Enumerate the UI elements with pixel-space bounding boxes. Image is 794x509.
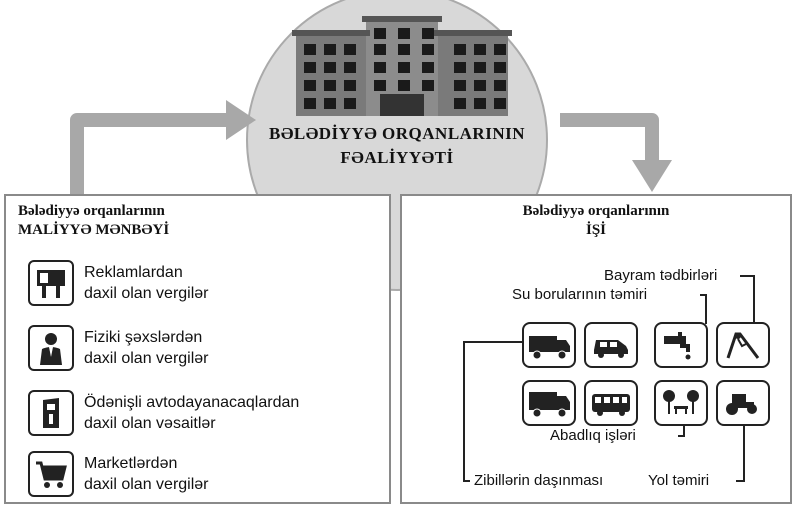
bus-icon bbox=[584, 380, 638, 426]
building-window bbox=[474, 80, 486, 91]
building-window bbox=[374, 44, 386, 55]
building-window bbox=[422, 28, 434, 39]
callout-water-pipes: Su borularının təmiri bbox=[512, 286, 648, 303]
building-window bbox=[304, 80, 316, 91]
building-window bbox=[324, 98, 336, 109]
funding-title-line1: Bələdiyyə orqanlarının bbox=[18, 203, 165, 219]
building-window bbox=[422, 62, 434, 73]
municipal-building-icon bbox=[292, 16, 512, 116]
building-window bbox=[474, 62, 486, 73]
work-title-line1: Bələdiyyə orqanlarının bbox=[522, 203, 670, 219]
shopping-cart-icon bbox=[28, 451, 74, 497]
building-window bbox=[324, 62, 336, 73]
work-panel-title: Bələdiyyə orqanlarının İŞİ bbox=[402, 202, 790, 240]
building-window bbox=[374, 62, 386, 73]
funding-sources-panel: Bələdiyyə orqanlarının MALİYYƏ MƏNBƏYİ R… bbox=[4, 194, 391, 504]
billboard-icon bbox=[28, 260, 74, 306]
building-window bbox=[454, 44, 466, 55]
building-window bbox=[494, 62, 506, 73]
dump-truck-icon bbox=[522, 380, 576, 426]
arrowhead-right-icon bbox=[226, 100, 256, 140]
source-label-line1: Marketlərdən bbox=[84, 455, 178, 472]
source-label-line1: Ödənişli avtodayanacaqlardan bbox=[84, 394, 300, 411]
building-window bbox=[494, 44, 506, 55]
source-label-line2: daxil olan vergilər bbox=[84, 285, 209, 302]
work-title-line2: İŞİ bbox=[585, 222, 607, 238]
building-window bbox=[422, 44, 434, 55]
parking-meter-icon bbox=[28, 390, 74, 436]
callout-garbage-removal: Zibillərin daşınması bbox=[474, 472, 604, 489]
building-window bbox=[474, 98, 486, 109]
building-window bbox=[494, 98, 506, 109]
arrow-right-icon bbox=[560, 113, 659, 165]
center-title-line2: FƏALİYYƏTİ bbox=[340, 148, 454, 167]
source-label-line2: daxil olan vergilər bbox=[84, 350, 209, 367]
playground-slide-icon bbox=[716, 322, 770, 368]
person-icon bbox=[28, 325, 74, 371]
building-window bbox=[398, 44, 410, 55]
building-window bbox=[474, 44, 486, 55]
building-window bbox=[374, 80, 386, 91]
building-window bbox=[454, 98, 466, 109]
source-label-line1: Fiziki şəxslərdən bbox=[84, 329, 203, 346]
center-title: BƏLƏDİYYƏ ORQANLARININ FƏALİYYƏTİ bbox=[232, 122, 562, 170]
building-window bbox=[454, 80, 466, 91]
source-label-line2: daxil olan vergilər bbox=[84, 476, 209, 493]
building-window bbox=[422, 80, 434, 91]
water-tap-icon bbox=[654, 322, 708, 368]
building-window bbox=[304, 44, 316, 55]
center-title-line1: BƏLƏDİYYƏ ORQANLARININ bbox=[268, 124, 525, 143]
funding-sources-title: Bələdiyyə orqanlarının MALİYYƏ MƏNBƏYİ bbox=[18, 202, 169, 240]
garbage-truck-icon bbox=[522, 322, 576, 368]
building-window bbox=[374, 28, 386, 39]
arrow-left-icon bbox=[70, 113, 232, 196]
callout-road-repair: Yol təmiri bbox=[648, 472, 710, 489]
building-window bbox=[344, 80, 356, 91]
building-window bbox=[324, 80, 336, 91]
source-label-line1: Reklamlardan bbox=[84, 264, 183, 281]
building-window bbox=[398, 62, 410, 73]
callout-landscaping: Abadlıq işləri bbox=[550, 427, 636, 444]
building-window bbox=[454, 62, 466, 73]
work-panel: Bələdiyyə orqanlarının İŞİ Bayram tə bbox=[400, 194, 792, 504]
building-window bbox=[304, 98, 316, 109]
building-window bbox=[398, 80, 410, 91]
building-window bbox=[344, 44, 356, 55]
building-window bbox=[398, 28, 410, 39]
source-label-line2: daxil olan vəsaitlər bbox=[84, 415, 216, 432]
van-icon bbox=[584, 322, 638, 368]
callout-holidays: Bayram tədbirləri bbox=[604, 267, 718, 284]
funding-title-line2: MALİYYƏ MƏNBƏYİ bbox=[18, 222, 170, 238]
callout-lines bbox=[463, 275, 755, 482]
building-window bbox=[344, 62, 356, 73]
building-window bbox=[324, 44, 336, 55]
park-bench-icon bbox=[654, 380, 708, 426]
road-roller-icon bbox=[716, 380, 770, 426]
building-window bbox=[344, 98, 356, 109]
building-window bbox=[494, 80, 506, 91]
arrowhead-down-icon bbox=[632, 160, 672, 192]
building-windows bbox=[304, 28, 506, 109]
building-window bbox=[304, 62, 316, 73]
